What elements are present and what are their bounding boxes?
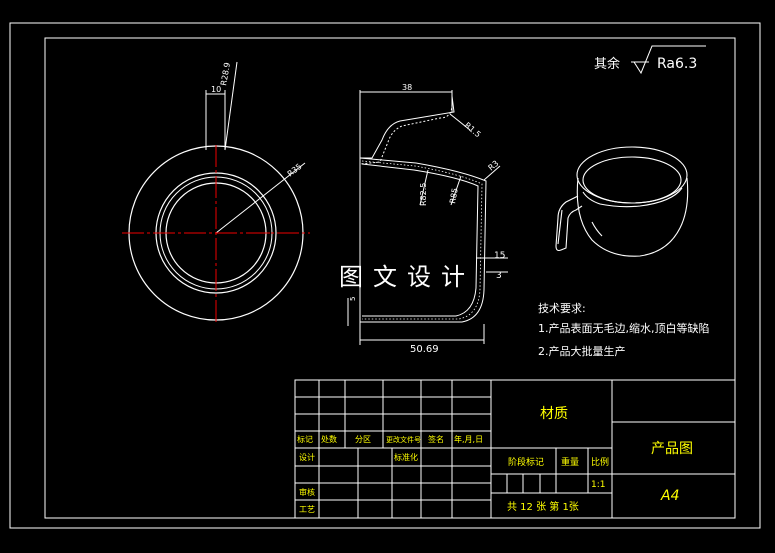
tech-item-2: 2.产品大批量生产 [538, 344, 626, 358]
roughness-prefix: 其余 [594, 56, 620, 72]
label-process: 工艺 [299, 505, 315, 514]
label-sign: 签名 [428, 434, 444, 444]
roughness-value: Ra6.3 [657, 56, 697, 72]
label-scale: 比例 [591, 456, 609, 468]
scale-value: 1:1 [591, 480, 605, 490]
label-date: 年,月,日 [454, 434, 483, 444]
sheet-text: 共 12 张 第 1张 [507, 500, 579, 513]
dim-radius: R35 [286, 162, 304, 179]
title-block [294, 379, 736, 519]
label-zone: 分区 [355, 435, 371, 444]
label-weight: 重量 [561, 456, 579, 468]
tech-title: 技术要求: [538, 302, 586, 315]
label-standardize: 标准化 [394, 452, 418, 462]
label-change-doc: 更改文件号 [386, 435, 421, 444]
label-review: 审核 [299, 487, 315, 497]
dim-handle-width: 10 [211, 85, 221, 94]
roughness-symbol: 其余 Ra6.3 [594, 45, 706, 75]
cup-3d-view [555, 146, 689, 257]
label-count: 处数 [321, 434, 337, 444]
dim-r-top: R1.5 [463, 121, 483, 140]
watermark: 图文设计 [339, 263, 475, 291]
label-stage-mark: 阶段标记 [508, 456, 544, 468]
tech-item-1: 1.产品表面无毛边,缩水,顶白等缺陷 [538, 321, 710, 335]
drawing-name: 产品图 [651, 441, 693, 457]
dim-r-side: R3 [487, 159, 501, 173]
section-view: 38 R1.5 R3 R82.5 R85 15 3 5 50.69 [347, 83, 508, 355]
dim-3: 3 [496, 271, 502, 281]
dim-left-small: 5 [349, 297, 357, 301]
outer-border [9, 22, 761, 529]
dim-r-inner: R82.5 [419, 183, 428, 206]
paper-size: A4 [660, 488, 679, 504]
dim-bottom: 50.69 [410, 344, 439, 355]
label-material: 材质 [540, 406, 568, 422]
dim-handle-radius: R28.9 [219, 62, 232, 87]
dim-15: 15 [494, 251, 505, 261]
dim-r-outer: R85 [448, 187, 460, 204]
tech-requirements: 技术要求: 1.产品表面无毛边,缩水,顶白等缺陷 2.产品大批量生产 [538, 302, 710, 358]
front-view: 10 R28.9 R35 [122, 62, 310, 325]
dim-section-top: 38 [402, 83, 412, 92]
label-mark: 标记 [297, 434, 313, 444]
title-block-text: 标记 处数 分区 更改文件号 签名 年,月,日 设计 标准化 审核 工艺 材质 … [297, 406, 693, 514]
label-design: 设计 [299, 452, 315, 462]
